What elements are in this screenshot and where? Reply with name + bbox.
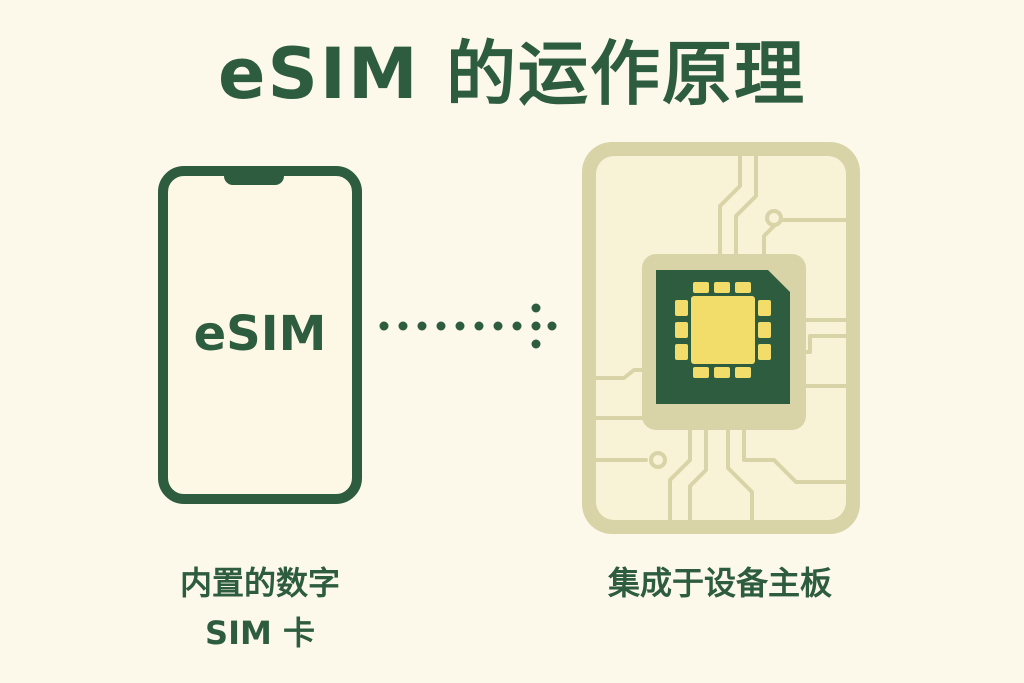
connector-dot — [474, 321, 484, 331]
circuit-traces — [594, 154, 848, 522]
connector-dot — [379, 321, 389, 331]
connector-dot — [436, 321, 446, 331]
caption-left-line1: 内置的数字 — [179, 564, 340, 602]
phone-outline: eSIM — [158, 166, 362, 504]
phone-esim-label: eSIM — [193, 306, 327, 362]
connector-dot — [531, 321, 541, 331]
phone-notch — [224, 176, 284, 185]
sim-card-board — [582, 142, 860, 534]
connector-dot — [531, 303, 541, 313]
dotted-connector — [379, 303, 557, 349]
connector-dot — [417, 321, 427, 331]
connector-dot — [531, 339, 541, 349]
connector-dot — [547, 321, 557, 331]
diagram-title: eSIM 的运作原理 — [218, 33, 806, 115]
connector-dot — [455, 321, 465, 331]
connector-dot — [512, 321, 522, 331]
caption-left-line2: SIM 卡 — [205, 614, 315, 652]
chip-center-contact — [691, 296, 755, 364]
connector-dot — [493, 321, 503, 331]
connector-dot — [398, 321, 408, 331]
caption-digital-sim: 内置的数字 SIM 卡 — [140, 558, 380, 658]
caption-integrated-board: 集成于设备主板 — [607, 564, 832, 602]
circuit-pad-top — [765, 209, 783, 227]
chip-contacts — [675, 282, 771, 378]
circuit-pad-bottom — [649, 451, 667, 469]
